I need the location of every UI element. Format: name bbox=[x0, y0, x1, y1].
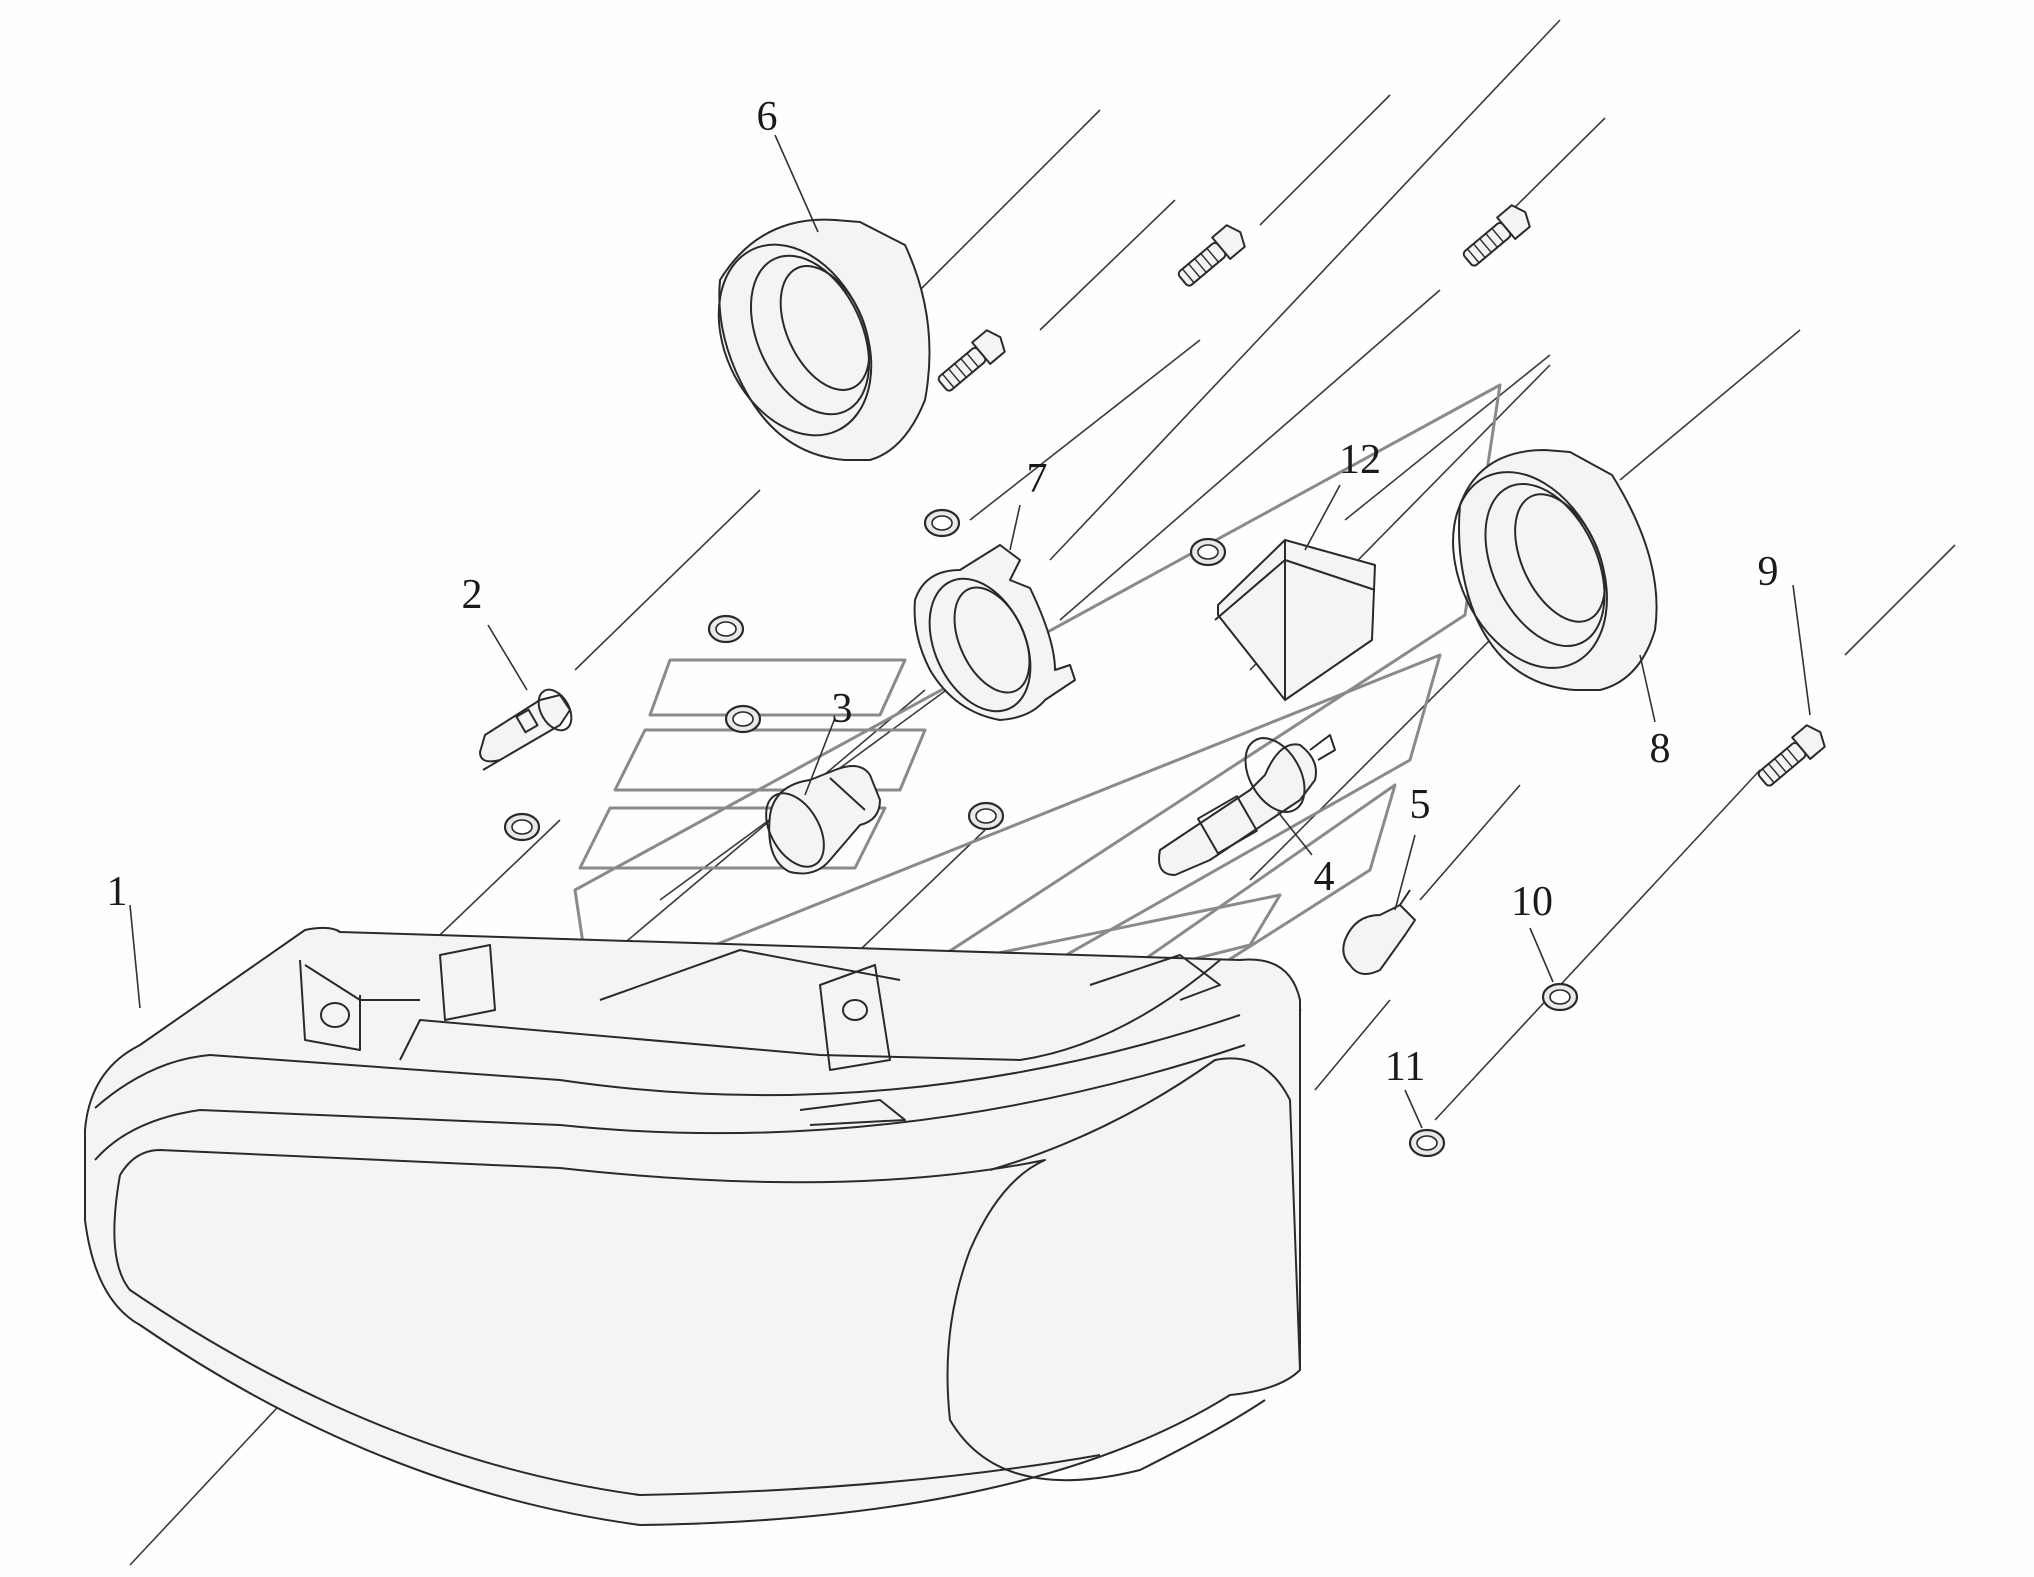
washer-f bbox=[967, 801, 1005, 831]
washers bbox=[503, 508, 1579, 1158]
bolt-a bbox=[937, 329, 1006, 392]
reflector-ring-8 bbox=[1452, 449, 1658, 691]
washer-11 bbox=[1408, 1128, 1446, 1158]
callout-2: 2 bbox=[462, 572, 483, 618]
washer-c bbox=[724, 704, 762, 734]
bulb-holder-cap-7 bbox=[913, 544, 1076, 721]
callout-6: 6 bbox=[757, 94, 778, 140]
washer-e bbox=[1189, 537, 1227, 567]
leader-lines bbox=[129, 134, 1811, 1129]
headlamp-housing bbox=[84, 926, 1301, 1526]
washer-d bbox=[503, 812, 541, 842]
callout-9: 9 bbox=[1758, 549, 1779, 595]
callout-10: 10 bbox=[1511, 879, 1553, 925]
bolt-b bbox=[1177, 224, 1246, 287]
callout-8: 8 bbox=[1650, 726, 1671, 772]
callout-7: 7 bbox=[1027, 456, 1048, 502]
washer-a bbox=[923, 508, 961, 538]
callout-1: 1 bbox=[107, 869, 128, 915]
callout-3: 3 bbox=[832, 686, 853, 732]
washer-b bbox=[707, 614, 745, 644]
callout-11: 11 bbox=[1385, 1044, 1425, 1090]
callout-labels: 1 2 3 4 5 6 7 8 9 10 11 12 bbox=[107, 94, 1779, 1090]
reflector-ring-6 bbox=[717, 218, 931, 461]
relay-box-12 bbox=[1214, 539, 1376, 701]
bulb-5 bbox=[1342, 889, 1416, 975]
bulb-4 bbox=[1158, 734, 1336, 876]
washer-10 bbox=[1541, 982, 1579, 1012]
bolt-9 bbox=[1757, 724, 1826, 787]
callout-4: 4 bbox=[1314, 854, 1335, 900]
bulb-socket-2 bbox=[479, 688, 573, 771]
bolt-c bbox=[1462, 204, 1531, 267]
callout-12: 12 bbox=[1339, 437, 1381, 483]
bolts bbox=[937, 204, 1826, 787]
callout-5: 5 bbox=[1410, 782, 1431, 828]
assembly-axis-lines bbox=[129, 19, 1956, 1566]
bulb-3 bbox=[765, 765, 881, 875]
